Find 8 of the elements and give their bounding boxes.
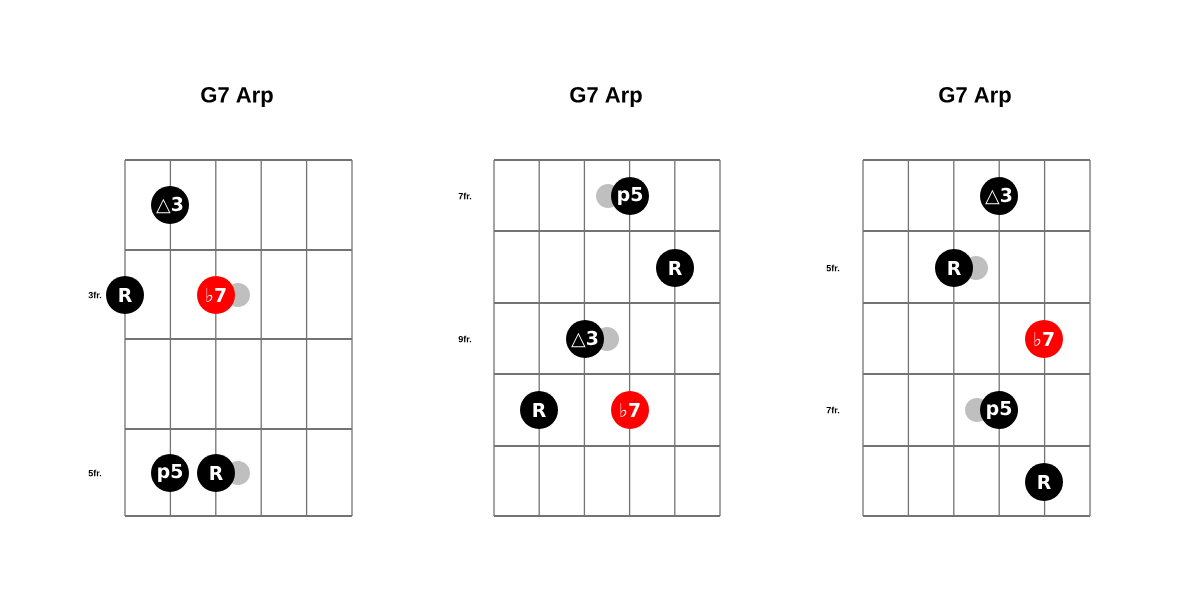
fret-label: 7fr. <box>458 192 472 200</box>
diagram-label: G7 Arp <box>570 87 642 107</box>
diagram-label: G7 Arp <box>201 87 273 107</box>
fret-label: 9fr. <box>458 335 472 343</box>
fret-label: 7fr. <box>826 406 840 414</box>
fret-label: 5fr. <box>88 469 102 477</box>
diagram-label: G7 Arp <box>939 87 1011 107</box>
fret-label: 5fr. <box>826 264 840 272</box>
